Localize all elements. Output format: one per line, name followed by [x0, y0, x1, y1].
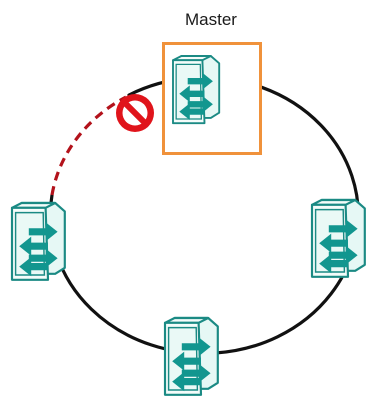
network-switch-icon[interactable]: [10, 201, 66, 281]
no-entry-icon: [116, 94, 154, 132]
network-switch-icon[interactable]: [172, 55, 221, 125]
network-switch-icon[interactable]: [310, 198, 366, 278]
blocked-link: [50, 95, 127, 196]
network-switch-icon[interactable]: [163, 316, 219, 396]
master-label: Master: [185, 10, 237, 29]
